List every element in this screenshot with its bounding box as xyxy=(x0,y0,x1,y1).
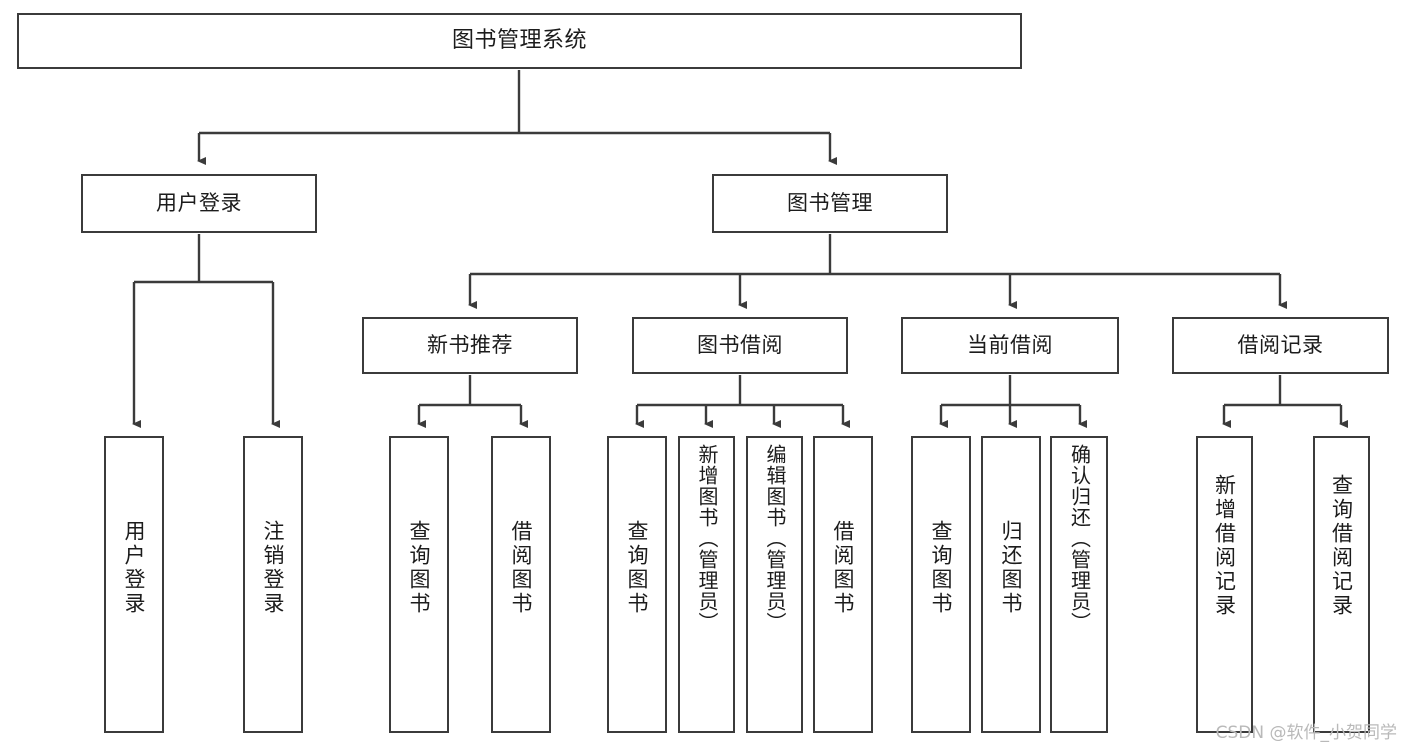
node-leaf-query-book-current[interactable]: 查询图书 xyxy=(911,436,971,733)
node-leaf-query-book-recommend-label: 查询图书 xyxy=(407,520,432,616)
node-book-management[interactable]: 图书管理 xyxy=(712,174,948,233)
node-leaf-query-book-borrow-label: 查询图书 xyxy=(625,520,650,616)
node-leaf-confirm-return[interactable]: 确认归还（管理员） xyxy=(1050,436,1108,733)
node-leaf-query-book-current-label: 查询图书 xyxy=(929,520,954,616)
node-user-login[interactable]: 用户登录 xyxy=(81,174,317,233)
node-leaf-borrow-book-recommend[interactable]: 借阅图书 xyxy=(491,436,551,733)
node-book-borrow-label: 图书借阅 xyxy=(697,333,783,358)
node-leaf-borrow-book[interactable]: 借阅图书 xyxy=(813,436,873,733)
node-leaf-query-book-borrow[interactable]: 查询图书 xyxy=(607,436,667,733)
node-leaf-return-book[interactable]: 归还图书 xyxy=(981,436,1041,733)
node-leaf-logout[interactable]: 注销登录 xyxy=(243,436,303,733)
node-leaf-user-login-label: 用户登录 xyxy=(122,520,147,616)
node-root[interactable]: 图书管理系统 xyxy=(17,13,1022,69)
node-book-management-label: 图书管理 xyxy=(787,191,873,216)
node-leaf-return-book-label: 归还图书 xyxy=(999,520,1024,616)
node-current-borrow[interactable]: 当前借阅 xyxy=(901,317,1119,374)
node-borrow-record[interactable]: 借阅记录 xyxy=(1172,317,1389,374)
node-leaf-edit-book[interactable]: 编辑图书（管理员） xyxy=(746,436,803,733)
node-leaf-query-borrow-record-label: 查询借阅记录 xyxy=(1329,474,1354,618)
node-leaf-add-borrow-record[interactable]: 新增借阅记录 xyxy=(1196,436,1253,733)
node-borrow-record-label: 借阅记录 xyxy=(1237,333,1324,358)
node-leaf-borrow-book-recommend-label: 借阅图书 xyxy=(509,520,534,616)
node-leaf-add-borrow-record-label: 新增借阅记录 xyxy=(1212,474,1237,618)
node-leaf-edit-book-label: 编辑图书（管理员） xyxy=(763,444,787,633)
node-leaf-add-book-label: 新增图书（管理员） xyxy=(695,444,719,633)
node-user-login-label: 用户登录 xyxy=(156,191,242,216)
node-new-book-recommend[interactable]: 新书推荐 xyxy=(362,317,578,374)
watermark: CSDN @软件_小贺同学 xyxy=(1215,723,1397,743)
node-leaf-borrow-book-label: 借阅图书 xyxy=(831,520,856,616)
node-current-borrow-label: 当前借阅 xyxy=(967,333,1053,358)
node-leaf-query-book-recommend[interactable]: 查询图书 xyxy=(389,436,449,733)
node-leaf-query-borrow-record[interactable]: 查询借阅记录 xyxy=(1313,436,1370,733)
node-new-book-recommend-label: 新书推荐 xyxy=(427,333,513,358)
node-leaf-user-login[interactable]: 用户登录 xyxy=(104,436,164,733)
node-book-borrow[interactable]: 图书借阅 xyxy=(632,317,848,374)
node-leaf-logout-label: 注销登录 xyxy=(261,520,286,616)
node-leaf-confirm-return-label: 确认归还（管理员） xyxy=(1067,444,1092,633)
node-leaf-add-book[interactable]: 新增图书（管理员） xyxy=(678,436,735,733)
node-root-label: 图书管理系统 xyxy=(451,28,587,54)
